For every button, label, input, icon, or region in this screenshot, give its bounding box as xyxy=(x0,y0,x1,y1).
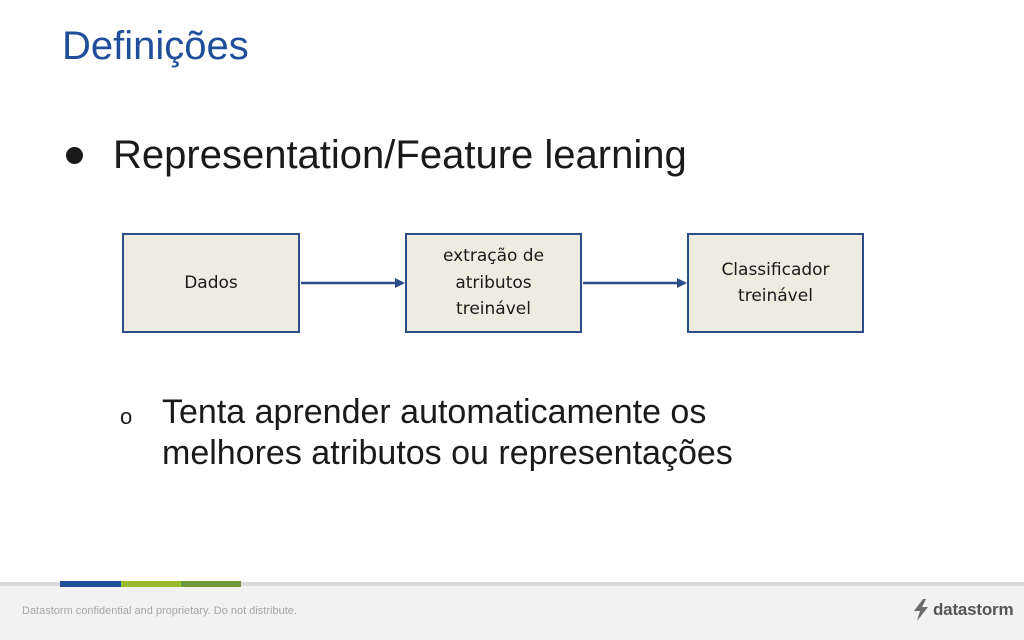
lightning-bolt-icon xyxy=(914,599,928,621)
footer-accent-lime xyxy=(121,581,181,587)
main-bullet-text: Representation/Feature learning xyxy=(113,133,687,177)
footer-accent-blue xyxy=(60,581,121,587)
diagram-box-classificador: Classificador treinável xyxy=(687,233,864,333)
footer-bar xyxy=(0,582,1024,640)
footer-accent-green xyxy=(181,581,241,587)
logo-text: datastorm xyxy=(933,600,1014,619)
footer-confidential-text: Datastorm confidential and proprietary. … xyxy=(22,605,297,617)
datastorm-logo: datastorm xyxy=(912,599,1014,621)
sub-bullet-marker: o xyxy=(120,404,133,429)
sub-bullet: o Tenta aprender automaticamente os melh… xyxy=(120,392,733,475)
main-bullet: Representation/Feature learning xyxy=(66,132,687,178)
bullet-dot-icon xyxy=(66,146,83,164)
slide-title: Definições xyxy=(62,24,249,68)
diagram-box-extracao: extração de atributos treinável xyxy=(405,233,582,333)
diagram-box-dados: Dados xyxy=(122,233,300,333)
sub-bullet-text: Tenta aprender automaticamente os melhor… xyxy=(162,393,733,473)
